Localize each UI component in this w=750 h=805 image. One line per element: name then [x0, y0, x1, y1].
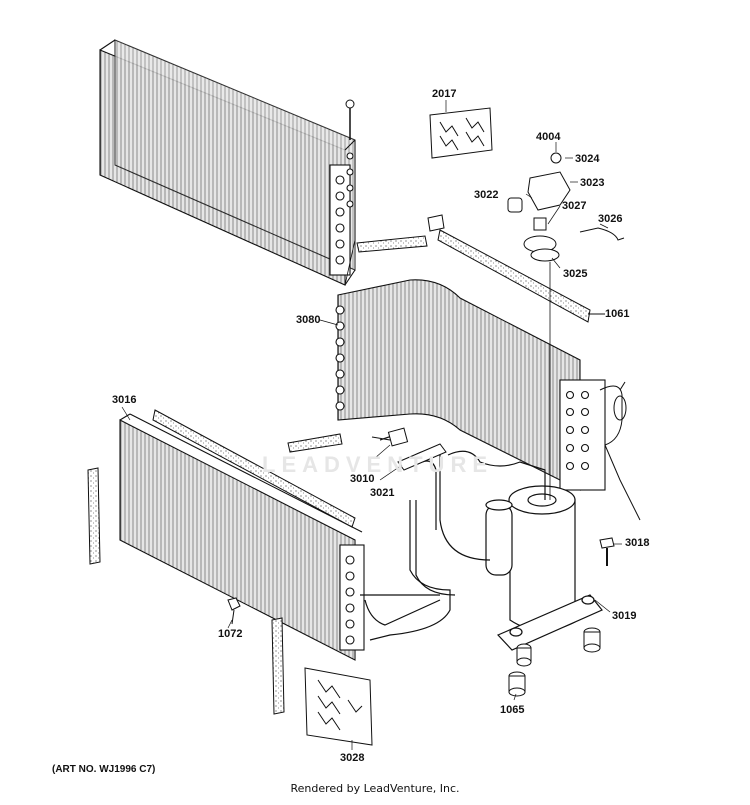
part-label-3080[interactable]: 3080	[296, 314, 321, 326]
part-label-1072[interactable]: 1072	[218, 628, 243, 640]
label-leaders	[121, 100, 622, 750]
part-label-3018[interactable]: 3018	[625, 537, 650, 549]
clip-1072	[227, 597, 241, 625]
part-label-1065[interactable]: 1065	[500, 704, 525, 716]
evaporator-coil-3080	[335, 279, 606, 491]
part-label-3026[interactable]: 3026	[598, 213, 623, 225]
part-label-2017[interactable]: 2017	[432, 88, 457, 100]
compressor-3019	[485, 485, 603, 651]
grommets-1065	[508, 627, 601, 697]
part-label-3022[interactable]: 3022	[474, 189, 499, 201]
top-strip-3016	[152, 409, 356, 528]
part-label-1061[interactable]: 1061	[605, 308, 630, 320]
valve-3010	[371, 427, 409, 447]
tube-3021	[397, 443, 447, 471]
part-label-3023[interactable]: 3023	[580, 177, 605, 189]
art-number: (ART NO. WJ1996 C7)	[52, 764, 156, 775]
footer-credit: Rendered by LeadVenture, Inc.	[290, 782, 460, 795]
part-label-3010[interactable]: 3010	[350, 473, 375, 485]
watermark-text: LEADVENTURE	[262, 452, 494, 477]
part-label-3016[interactable]: 3016	[112, 394, 137, 406]
side-strip-right	[271, 617, 285, 715]
upper-condenser-coil	[99, 39, 356, 286]
capillary-tubing	[599, 381, 641, 521]
part-label-3019[interactable]: 3019	[612, 610, 637, 622]
part-label-3024[interactable]: 3024	[575, 153, 600, 165]
part-label-4004[interactable]: 4004	[536, 131, 561, 143]
bracket-assembly-2017	[429, 107, 493, 159]
insulation-strip-1061	[437, 229, 605, 323]
part-label-3021[interactable]: 3021	[370, 487, 395, 499]
bracket-assembly-3028	[304, 667, 373, 746]
foam-strip-lower	[287, 433, 343, 453]
mounting-screw	[345, 99, 355, 140]
foam-strip-small	[356, 214, 445, 253]
condenser-coil-3016	[119, 413, 365, 661]
side-strip-left	[87, 467, 101, 565]
bolt-3018	[599, 537, 615, 566]
part-label-3028[interactable]: 3028	[340, 752, 365, 764]
part-label-3025[interactable]: 3025	[563, 268, 588, 280]
part-label-3027[interactable]: 3027	[562, 200, 587, 212]
